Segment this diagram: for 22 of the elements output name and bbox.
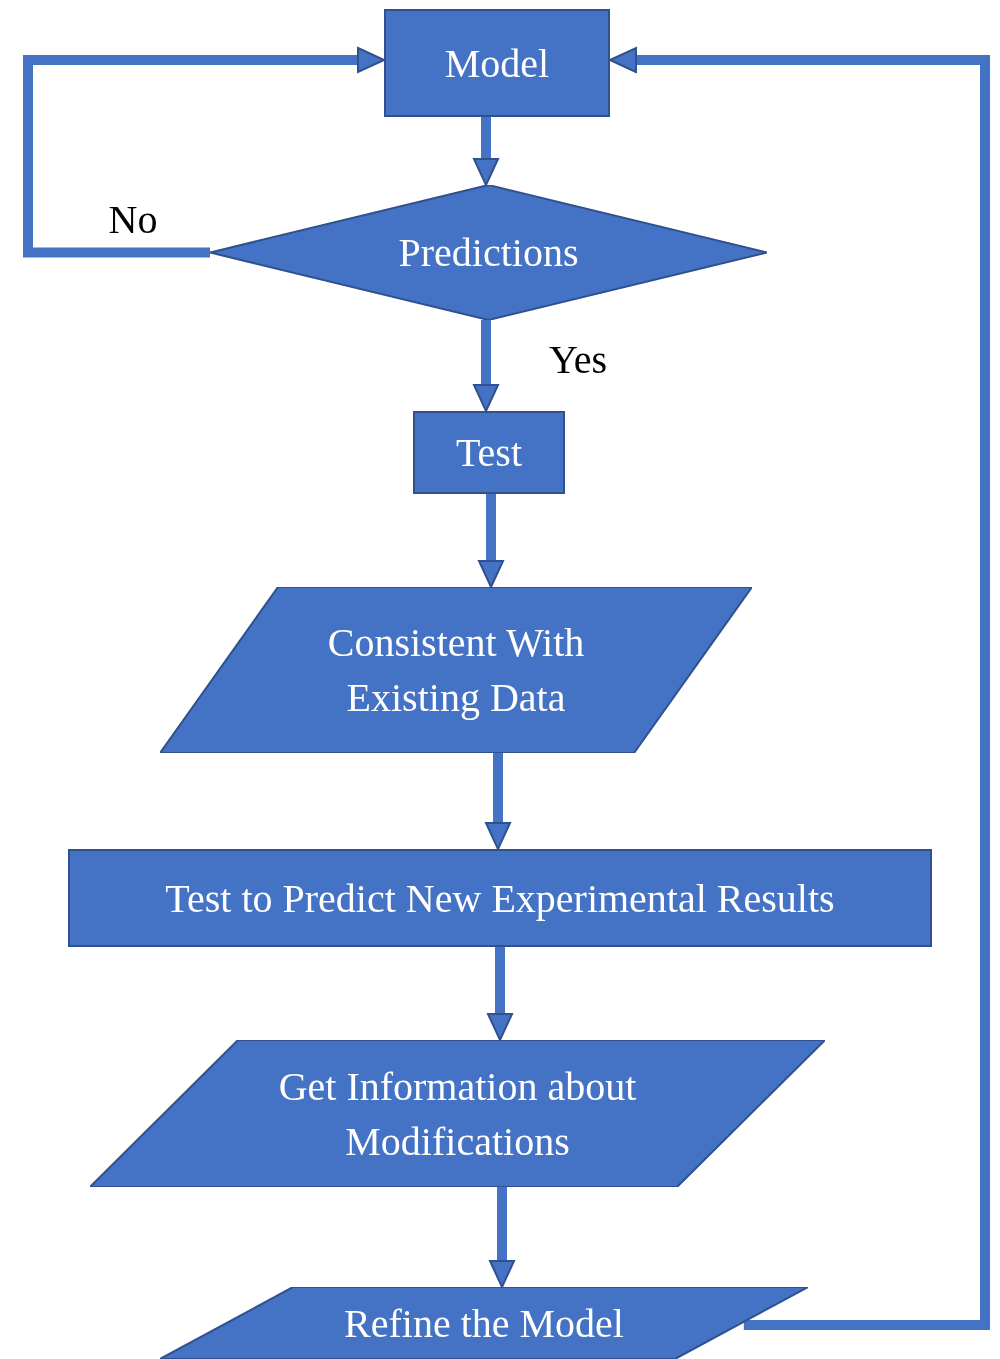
block-arrow bbox=[485, 753, 511, 850]
block-arrow bbox=[609, 47, 990, 1330]
block-arrow bbox=[489, 1187, 515, 1288]
block-arrow bbox=[478, 494, 504, 588]
node-label: Test bbox=[455, 429, 523, 477]
block-arrow bbox=[473, 320, 499, 412]
process-box bbox=[384, 9, 610, 117]
block-arrow bbox=[487, 947, 513, 1041]
data-parallelogram bbox=[160, 1287, 808, 1359]
block-arrow bbox=[473, 117, 499, 186]
data-parallelogram bbox=[90, 1040, 825, 1187]
block-arrow bbox=[23, 47, 385, 258]
node-label: Predictions bbox=[398, 229, 579, 277]
node-label: Refine the Model bbox=[344, 1299, 624, 1348]
node-label: Test to Predict New Experimental Results bbox=[165, 874, 835, 923]
decision-diamond bbox=[210, 185, 767, 320]
node-label: Model bbox=[444, 39, 550, 88]
data-parallelogram bbox=[160, 587, 752, 753]
process-box bbox=[413, 411, 565, 494]
process-box bbox=[68, 849, 932, 947]
node-label: Consistent With Existing Data bbox=[326, 619, 586, 722]
node-label: Get Information about Modifications bbox=[277, 1062, 638, 1166]
